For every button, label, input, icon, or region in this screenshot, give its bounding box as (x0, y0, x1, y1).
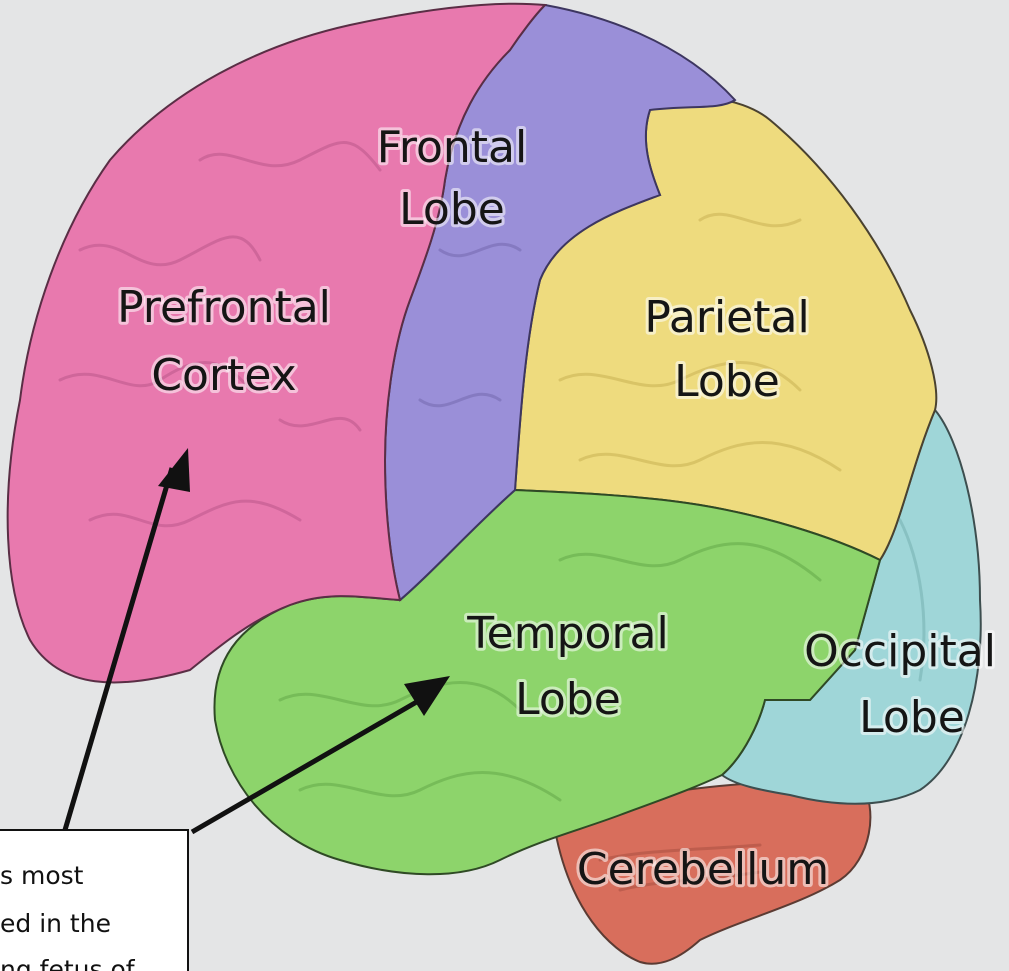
callout-line-3: ng fetus of (0, 955, 136, 971)
cerebellum-label: Cerebellum (577, 844, 829, 895)
temporal-lobe-label-line-2: Lobe (515, 674, 621, 725)
occipital-lobe-label-line-1: Occipital (804, 626, 996, 677)
callout-box-frame (0, 830, 188, 971)
prefrontal-cortex-label-line-1: Prefrontal (117, 282, 331, 333)
callout-line-1: s most (0, 861, 84, 890)
temporal-lobe-label-line-1: Temporal (466, 608, 668, 659)
frontal-lobe-label-line-2: Lobe (399, 184, 505, 235)
callout-line-2: ed in the (0, 909, 111, 938)
parietal-lobe-label-line-1: Parietal (644, 292, 809, 343)
parietal-lobe-label-line-2: Lobe (674, 356, 780, 407)
occipital-lobe-label-line-2: Lobe (859, 692, 965, 743)
frontal-lobe-label-line-1: Frontal (377, 122, 527, 173)
callout-box: s most ed in the ng fetus of (0, 830, 188, 971)
prefrontal-cortex-label-line-2: Cortex (151, 350, 296, 401)
